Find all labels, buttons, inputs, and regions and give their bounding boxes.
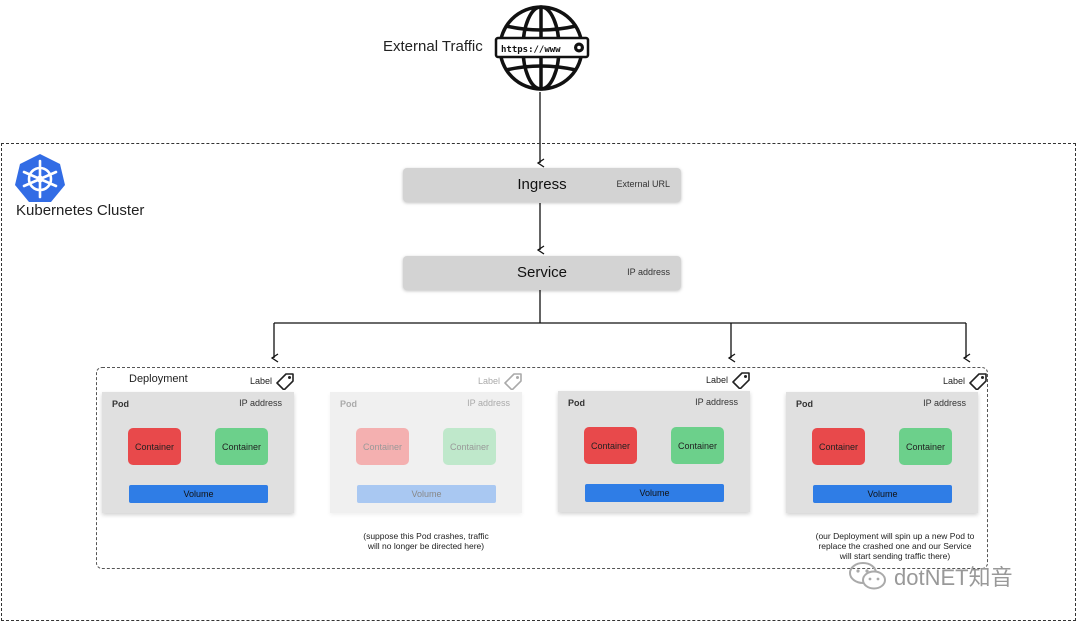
tag-icon bbox=[504, 373, 522, 390]
pod-title: Pod bbox=[796, 399, 813, 409]
label-text: Label bbox=[943, 376, 966, 386]
kubernetes-logo-icon bbox=[15, 154, 65, 202]
ingress-title: Ingress bbox=[517, 176, 567, 193]
replace-note-line: will start sending traffic there) bbox=[839, 551, 951, 561]
replace-note-line: replace the crashed one and our Service bbox=[818, 541, 972, 551]
globe-url-text: https://www bbox=[501, 45, 561, 55]
replace-note-line: (our Deployment will spin up a new Pod t… bbox=[815, 531, 975, 541]
container-red: Container bbox=[812, 428, 865, 465]
pod-label-4: Label bbox=[943, 372, 988, 390]
pod-ip: IP address bbox=[239, 398, 282, 408]
globe-icon: https://www bbox=[494, 5, 590, 91]
pod-ip: IP address bbox=[923, 398, 966, 408]
pod-title: Pod bbox=[340, 399, 357, 409]
pod-ip: IP address bbox=[467, 398, 510, 408]
container-green: Container bbox=[899, 428, 952, 465]
crash-note-line: (suppose this Pod crashes, traffic bbox=[363, 531, 489, 541]
tag-icon bbox=[732, 372, 750, 389]
kubernetes-cluster-boundary bbox=[1, 143, 1076, 621]
container-red: Container bbox=[356, 428, 409, 465]
tag-icon bbox=[969, 373, 987, 390]
service-box: Service IP address bbox=[403, 256, 681, 290]
tag-icon bbox=[276, 373, 294, 390]
container-red: Container bbox=[584, 427, 637, 464]
wechat-icon bbox=[849, 562, 886, 590]
label-text: Label bbox=[706, 375, 729, 385]
pod-label-1: Label bbox=[250, 372, 295, 390]
pod-3: Pod IP address Container Container Volum… bbox=[558, 391, 750, 512]
crash-note: (suppose this Pod crashes, traffic will … bbox=[330, 531, 522, 551]
volume: Volume bbox=[129, 485, 268, 503]
container-green: Container bbox=[215, 428, 268, 465]
container-red: Container bbox=[128, 428, 181, 465]
crash-note-line: will no longer be directed here) bbox=[367, 541, 485, 551]
container-green: Container bbox=[671, 427, 724, 464]
pod-label-3: Label bbox=[706, 371, 751, 389]
ingress-box: Ingress External URL bbox=[403, 168, 681, 202]
pod-ip: IP address bbox=[695, 397, 738, 407]
volume: Volume bbox=[585, 484, 724, 502]
service-title: Service bbox=[516, 264, 568, 281]
pod-label-2: Label bbox=[478, 372, 523, 390]
kubernetes-cluster-label: Kubernetes Cluster bbox=[16, 202, 145, 219]
replace-note: (our Deployment will spin up a new Pod t… bbox=[786, 531, 1004, 561]
pod-1: Pod IP address Container Container Volum… bbox=[102, 392, 294, 513]
external-traffic-label: External Traffic bbox=[383, 38, 483, 55]
label-text: Label bbox=[250, 376, 273, 386]
volume: Volume bbox=[357, 485, 496, 503]
volume: Volume bbox=[813, 485, 952, 503]
pod-title: Pod bbox=[112, 399, 129, 409]
deployment-label: Deployment bbox=[129, 373, 188, 385]
service-ip: IP address bbox=[627, 267, 670, 277]
deployment-boundary bbox=[96, 367, 988, 569]
pod-title: Pod bbox=[568, 398, 585, 408]
label-text: Label bbox=[478, 376, 501, 386]
pod-2-crashed: Pod IP address Container Container Volum… bbox=[330, 392, 522, 513]
watermark: dotNET知音 bbox=[848, 560, 1013, 592]
ingress-url: External URL bbox=[616, 179, 670, 189]
pod-4: Pod IP address Container Container Volum… bbox=[786, 392, 978, 513]
watermark-text: dotNET知音 bbox=[894, 565, 1013, 590]
container-green: Container bbox=[443, 428, 496, 465]
